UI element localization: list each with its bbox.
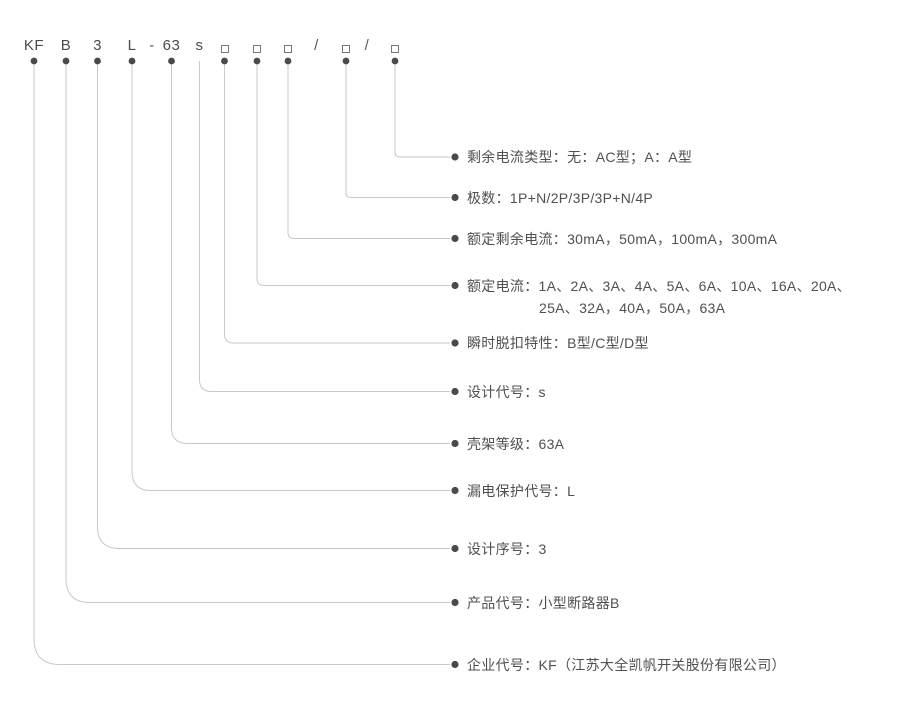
connector-line-design-serial-number [97,61,450,549]
legend-company-code: 企业代号：KF（江苏大全凯帆开关股份有限公司） [467,654,786,676]
legend-bullet-frame-rating [451,439,459,448]
connector-line-poles [345,61,450,198]
legend-bullet-rated-residual-current [451,234,459,243]
legend-instantaneous-trip-type: 瞬时脱扣特性：B型/C型/D型 [467,332,649,354]
code-segment-b: B [60,37,72,54]
code-segment-s: s [195,37,204,54]
legend-poles: 极数：1P+N/2P/3P/3P+N/4P [467,187,653,209]
legend-rated-residual-current-text: 额定剩余电流：30mA，50mA，100mA，300mA [467,230,778,247]
legend-rated-current-text: 25A、32A，40A，50A，63A [539,299,726,316]
connector-line-rated-residual-current [287,61,450,239]
code-anchor-dot [221,57,228,65]
legend-frame-rating: 壳架等级：63A [467,433,564,455]
code-anchor-dot [284,57,292,65]
connector-line-residual-current-type [394,61,450,158]
code-anchor-dot [342,57,350,65]
legend-company-code-text: 企业代号：KF（江苏大全凯帆开关股份有限公司） [467,656,786,673]
code-anchor-dot [62,57,70,65]
code-segment-l: L [127,37,137,54]
legend-poles-text: 极数：1P+N/2P/3P/3P+N/4P [467,189,654,206]
legend-leakage-protection-code: 漏电保护代号：L [467,480,575,502]
legend-bullet-rated-current [451,281,459,290]
legend-bullet-instantaneous-trip-type [451,339,459,347]
code-placeholder-box [391,45,399,53]
legend-design-serial-number-text: 设计序号：3 [467,540,547,557]
legend-bullet-poles [451,193,459,202]
connector-line-rated-current [256,61,450,286]
code-separator: - [149,37,155,54]
code-segment-63: 63 [162,37,181,54]
legend-leakage-protection-code-text: 漏电保护代号：L [467,482,576,499]
connector-line-frame-rating [171,61,450,444]
legend-bullet-residual-current-type [451,153,459,161]
code-placeholder-box [220,45,229,53]
code-anchor-dot [30,57,38,65]
legend-instantaneous-trip-type-text: 瞬时脱扣特性：B型/C型/D型 [467,335,649,351]
legend-design-code: 设计代号：s [467,381,546,403]
code-anchor-dot [128,57,136,65]
legend-design-serial-number: 设计序号：3 [467,538,547,560]
connector-line-instantaneous-trip-type [224,61,450,344]
code-separator: / [314,37,319,54]
code-placeholder-box [284,45,292,53]
code-anchor-dot [391,57,399,65]
legend-bullet-product-code [451,598,459,607]
legend-frame-rating-text: 壳架等级：63A [467,435,565,452]
legend-design-code-text: 设计代号：s [467,383,546,400]
legend-bullet-company-code [451,660,459,669]
code-anchor-dot [168,57,175,65]
code-segment-3: 3 [93,37,102,54]
legend-product-code-text: 产品代号：小型断路器B [467,594,620,611]
legend-bullet-design-code [451,387,459,396]
code-placeholder-box [253,45,261,53]
code-separator: / [364,37,370,54]
connector-line-company-code [33,61,450,665]
legend-product-code: 产品代号：小型断路器B [467,592,620,614]
code-placeholder-box [342,45,350,53]
legend-bullet-design-serial-number [451,544,459,553]
code-segment-kf: KF [23,37,45,54]
connector-line-design-code [199,61,450,392]
legend-rated-residual-current: 额定剩余电流：30mA，50mA，100mA，300mA [467,228,777,250]
code-anchor-dot [253,57,261,65]
legend-rated-current-text: 额定电流：1A、2A、3A、4A、5A、6A、10A、16A、20A、 [467,277,851,294]
legend-rated-current: 额定电流：1A、2A、3A、4A、5A、6A、10A、16A、20A、 25A、3… [467,275,851,319]
code-anchor-dot [94,57,101,65]
connector-line-leakage-protection-code [131,61,450,491]
legend-residual-current-type-text: 剩余电流类型：无：AC型；A：A型 [467,149,693,165]
connector-line-product-code [65,61,450,603]
legend-bullet-leakage-protection-code [451,486,459,495]
legend-residual-current-type: 剩余电流类型：无：AC型；A：A型 [467,146,692,168]
